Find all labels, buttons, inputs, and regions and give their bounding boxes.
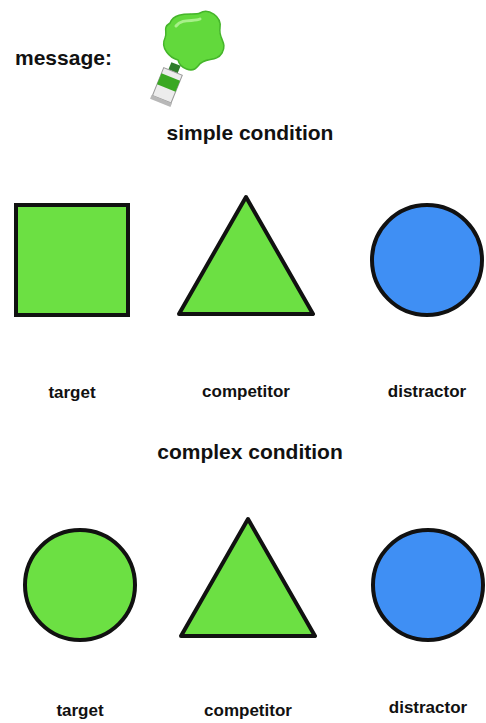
tube-band <box>157 73 180 92</box>
shape-label: competitor <box>181 382 311 402</box>
circle-shape <box>373 530 483 640</box>
message-label: message: <box>15 46 112 70</box>
shape-label: target <box>15 701 145 721</box>
shape-label: target <box>7 383 137 403</box>
shape-outline <box>15 530 145 644</box>
circle-shape <box>372 205 482 315</box>
triangle-shape <box>181 519 315 636</box>
stimulus-shape: competitor <box>183 519 313 723</box>
shape-label: competitor <box>183 701 313 721</box>
paint-splash <box>150 11 224 107</box>
stimulus-shape: target <box>15 530 145 723</box>
tube-crimp <box>150 95 172 107</box>
shape-outline <box>7 205 137 319</box>
square-shape <box>16 205 128 315</box>
circle-shape <box>25 530 135 640</box>
condition-heading: simple condition <box>167 121 334 145</box>
stimulus-shape: competitor <box>181 197 311 416</box>
stimulus-shape: target <box>7 205 137 417</box>
shape-outline <box>181 197 311 318</box>
shape-outline <box>183 519 313 640</box>
shape-outline <box>363 530 486 644</box>
shape-outline <box>362 205 486 319</box>
splash-highlight <box>176 19 200 26</box>
stimulus-shape: distractor <box>362 205 486 416</box>
condition-heading: complex condition <box>157 440 343 464</box>
splash-blob <box>164 11 224 69</box>
paint-tube <box>150 60 186 107</box>
triangle-shape <box>179 197 313 314</box>
shape-label: distractor <box>362 382 486 402</box>
shape-label: distractor <box>363 698 486 718</box>
stimulus-shape: distractor <box>363 530 486 723</box>
